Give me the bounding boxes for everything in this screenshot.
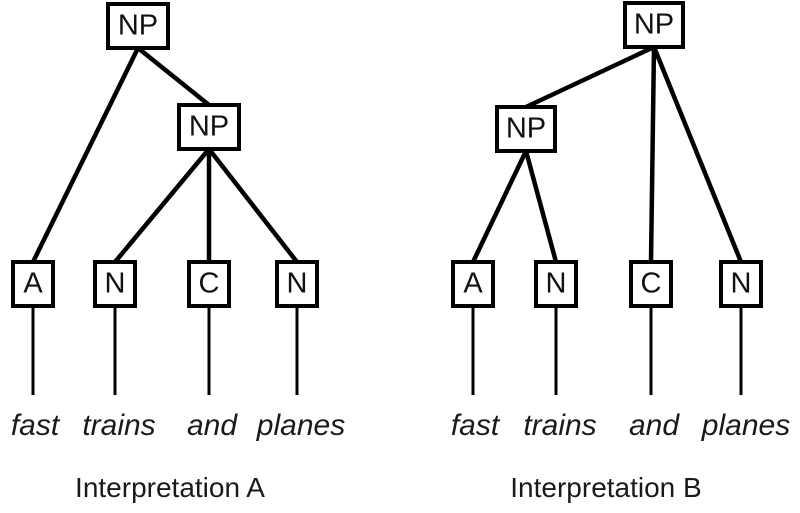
node-label-a-pos-3: N xyxy=(287,268,308,300)
tree-edge-a-np-inner-to-a-pos-3 xyxy=(207,147,299,264)
caption-interpretation-b: Interpretation B xyxy=(510,472,701,503)
word-label-fast: fast xyxy=(11,409,61,442)
node-box-a-np-inner[interactable] xyxy=(177,103,241,151)
node-box-a-pos-1[interactable] xyxy=(93,260,137,308)
word-label-and: and xyxy=(187,409,238,442)
node-label-a-np-inner: NP xyxy=(189,111,229,143)
tree-edge-b-np-root-to-b-pos-2 xyxy=(648,46,657,263)
node-box-a-pos-3[interactable] xyxy=(275,260,319,308)
tree-edge-b-np-root-to-b-np-inner xyxy=(525,44,655,110)
node-box-b-pos-1[interactable] xyxy=(534,260,578,308)
node-box-b-pos-3[interactable] xyxy=(719,260,763,308)
node-label-b-pos-3: N xyxy=(731,268,752,300)
node-label-a-pos-1: N xyxy=(105,268,126,300)
node-label-b-np-root: NP xyxy=(634,9,674,41)
node-label-a-pos-0: A xyxy=(23,268,43,300)
node-box-a-pos-0[interactable] xyxy=(11,260,55,308)
node-box-b-pos-0[interactable] xyxy=(451,260,495,308)
tree-interpretation-a: fast trains and planes NP NP A N C N Interpretatio… xyxy=(11,2,345,503)
word-label-planes: planes xyxy=(256,409,345,442)
word-label-planes: planes xyxy=(701,409,790,442)
node-box-b-pos-2[interactable] xyxy=(629,260,673,308)
tree-edge-b-np-root-to-b-pos-3 xyxy=(651,46,744,263)
tree-edge-a-np-root-to-a-pos-0 xyxy=(30,47,141,263)
word-label-trains: trains xyxy=(523,409,596,442)
node-label-b-pos-2: C xyxy=(641,268,662,300)
node-label-b-pos-0: A xyxy=(463,268,483,300)
node-box-b-np-root[interactable] xyxy=(623,1,685,49)
node-box-a-pos-2[interactable] xyxy=(187,260,231,308)
node-label-b-pos-1: N xyxy=(546,268,567,300)
node-box-b-np-inner[interactable] xyxy=(495,105,557,153)
caption-interpretation-a: Interpretation A xyxy=(75,472,265,503)
tree-edge-b-np-inner-to-b-pos-0 xyxy=(470,150,529,263)
tree-edge-a-np-root-to-a-np-inner xyxy=(136,46,211,107)
node-label-a-pos-2: C xyxy=(199,268,220,300)
node-label-b-np-inner: NP xyxy=(506,113,546,145)
word-label-trains: trains xyxy=(82,409,155,442)
word-label-fast: fast xyxy=(451,409,501,442)
node-box-a-np-root[interactable] xyxy=(106,2,170,50)
tree-edge-b-np-inner-to-b-pos-1 xyxy=(523,150,559,263)
tree-edge-a-np-inner-to-a-pos-1 xyxy=(113,147,211,264)
word-label-and: and xyxy=(629,409,680,442)
tree-interpretation-b: fast trains and planes NP NP A N C N Interpretatio… xyxy=(451,1,790,503)
node-label-a-np-root: NP xyxy=(118,10,158,42)
